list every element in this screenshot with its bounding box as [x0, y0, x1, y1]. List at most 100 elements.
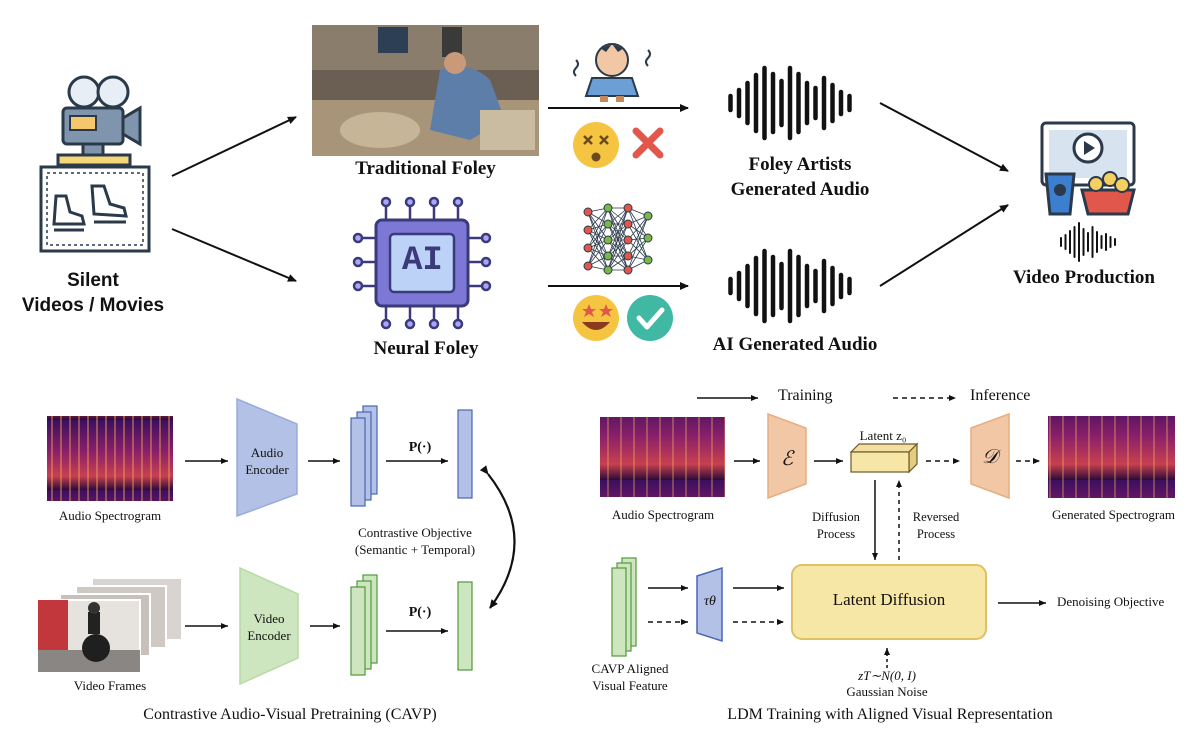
reversed-process-line2: Process [916, 527, 956, 541]
video-encoder-label-line1: Video [253, 611, 285, 626]
neural-link [587, 211, 609, 241]
ldm-spectrogram-caption: Audio Spectrogram [611, 507, 715, 522]
video-projection-vector [457, 581, 473, 671]
neural-node [623, 203, 633, 213]
audio-encoder-block [236, 397, 298, 518]
projection-label-video: P(·) [408, 605, 432, 620]
neural-link [607, 207, 629, 257]
latent-z0-label: Latent z₀ [859, 428, 907, 443]
neural-link [627, 239, 649, 261]
arrow-to-traditional [171, 116, 297, 177]
neural-link [627, 207, 649, 261]
production-waveform-icon [1060, 222, 1116, 262]
ldm-audio-spectrogram-image [600, 417, 725, 497]
neural-link [607, 207, 629, 271]
gaussian-noise-label: Gaussian Noise [846, 684, 928, 699]
neural-link [587, 229, 609, 271]
contrastive-objective-line1: Contrastive Objective [358, 525, 472, 540]
decoder-block [970, 412, 1010, 500]
neural-link [587, 247, 609, 271]
neural-node [623, 265, 633, 275]
arrow-ai-production [879, 204, 1009, 287]
ai-chip-text: AI [402, 242, 443, 280]
noise-formula: zT∼N(0, I) [858, 668, 916, 683]
reversed-process-label: Reversed Process [900, 509, 972, 543]
ai-waveform-icon [728, 248, 852, 324]
camera-film-icon [39, 75, 151, 253]
generated-spectrogram-image [1048, 416, 1175, 498]
audio-feature-stack [350, 405, 378, 507]
video-frames-caption: Video Frames [73, 678, 147, 693]
foley-audio-label: Foley Artists Generated Audio [700, 152, 900, 202]
stressed-person-icon [573, 43, 651, 102]
video-production-label: Video Production [1013, 267, 1155, 288]
neural-node [583, 243, 593, 253]
projection-label-audio: P(·) [408, 440, 432, 455]
tau-symbol: τθ [704, 594, 716, 609]
check-circle-icon [627, 295, 673, 341]
neural-link [587, 207, 609, 267]
cross-icon [632, 127, 664, 159]
neural-link [587, 239, 609, 267]
neural-node [603, 251, 613, 261]
reversed-process-line1: Reversed [912, 510, 960, 524]
neural-node [623, 251, 633, 261]
cavp-visual-feature-label: CAVP Aligned Visual Feature [570, 660, 690, 694]
foley-audio-label-line1: Foley Artists [748, 154, 852, 175]
neural-node [583, 225, 593, 235]
foley-waveform-icon [728, 65, 852, 141]
generated-spectrogram-caption: Generated Spectrogram [1051, 507, 1176, 522]
encoder-block [767, 412, 807, 500]
traditional-foley-label: Traditional Foley [355, 158, 496, 179]
ai-chip-icon [352, 196, 492, 330]
neural-foley-label: Neural Foley [373, 338, 479, 359]
tau-encoder-block [696, 566, 723, 643]
neural-link [607, 223, 629, 271]
video-encoder-block [239, 566, 299, 686]
audio-projection-vector [457, 409, 473, 499]
neural-node [643, 211, 653, 221]
neural-node [603, 265, 613, 275]
diffusion-process-line1: Diffusion [812, 510, 860, 524]
diffusion-process-label: Diffusion Process [800, 509, 872, 543]
arrow-foley-production [879, 102, 1009, 172]
decoder-symbol: 𝒟 [982, 446, 998, 468]
neural-node [623, 235, 633, 245]
latent-diffusion-label: Latent Diffusion [832, 590, 946, 609]
cavp-visual-feature-stack [611, 557, 637, 657]
video-feature-stack [350, 574, 378, 676]
foley-studio-photo [312, 25, 539, 156]
contrastive-objective-label: Contrastive Objective (Semantic + Tempor… [330, 524, 500, 558]
silent-videos-label: Silent Videos / Movies [18, 268, 168, 318]
neural-node [583, 207, 593, 217]
silent-videos-label-line2: Videos / Movies [21, 295, 165, 316]
denoising-objective-label: Denoising Objective [1057, 594, 1165, 609]
video-encoder-label: Video Encoder [240, 610, 298, 644]
neural-node [643, 255, 653, 265]
neural-node [583, 261, 593, 271]
neural-link [587, 223, 609, 267]
neural-network-icon [583, 203, 653, 275]
latent-diffusion-block [791, 564, 987, 640]
neural-link [587, 211, 609, 271]
neural-node [643, 233, 653, 243]
dizzy-face-icon [573, 122, 619, 168]
neural-link [607, 207, 629, 241]
silent-videos-label-line1: Silent [67, 270, 119, 291]
neural-node [623, 219, 633, 229]
legend-training-label: Training [778, 387, 833, 404]
neural-node [603, 219, 613, 229]
neural-link [627, 215, 649, 257]
cavp-visual-feature-line2: Visual Feature [592, 678, 668, 693]
neural-link [627, 215, 649, 241]
audio-encoder-label-line2: Encoder [245, 462, 289, 477]
video-encoder-label-line2: Encoder [247, 628, 291, 643]
video-frames-image [37, 577, 183, 673]
neural-link [627, 215, 649, 271]
neural-link [627, 207, 649, 239]
neural-link [587, 207, 609, 249]
neural-node [603, 203, 613, 213]
audio-encoder-label-line1: Audio [250, 445, 284, 460]
